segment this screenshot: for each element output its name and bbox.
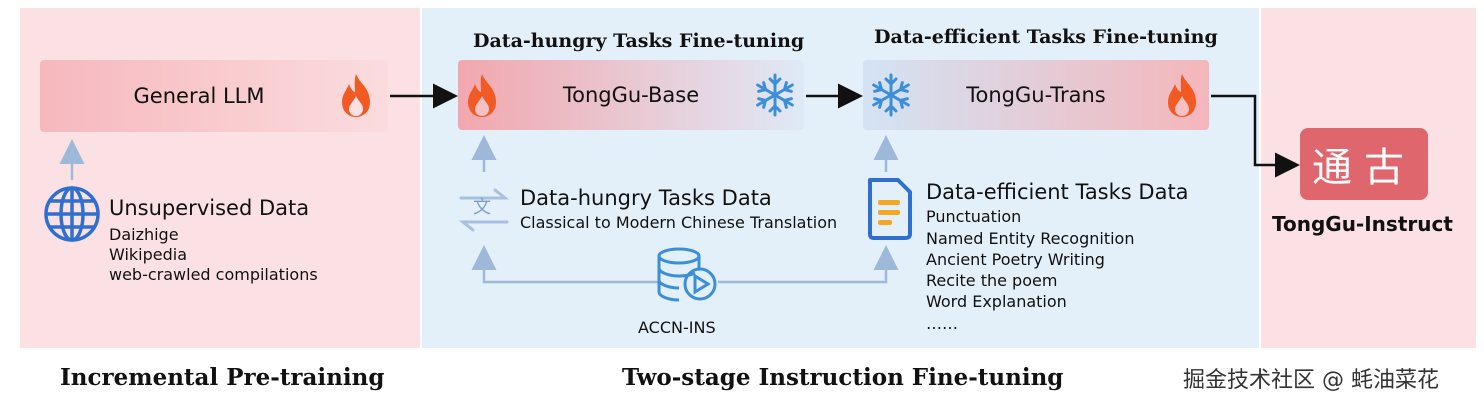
tonggu-instruct-label: TongGu-Instruct <box>1272 212 1453 236</box>
general-llm-box: General LLM <box>40 60 388 132</box>
snowflake-icon <box>752 72 798 118</box>
pretraining-stage-label: Incremental Pre-training <box>60 364 385 391</box>
dataset-label: ACCN-INS <box>638 318 716 337</box>
flame-icon <box>462 72 502 118</box>
translate-icon: 文 <box>455 180 513 240</box>
efficient-stage-header: Data-efficient Tasks Fine-tuning <box>874 26 1218 48</box>
tonggu-trans-box: TongGu-Trans <box>863 60 1209 130</box>
list-item: Ancient Poetry Writing <box>926 250 1105 269</box>
tonggu-base-label: TongGu-Base <box>562 83 700 107</box>
arrow-trans-to-instruct <box>1211 94 1300 178</box>
database-icon <box>653 246 725 308</box>
document-icon <box>862 176 916 242</box>
hungry-stage-header: Data-hungry Tasks Fine-tuning <box>473 30 805 52</box>
tonggu-logo: 通古 <box>1300 128 1428 200</box>
list-item: Word Explanation <box>926 292 1067 311</box>
list-item: …… <box>926 314 958 333</box>
general-llm-label: General LLM <box>133 84 265 108</box>
watermark: 掘金技术社区 @ 蚝油菜花 <box>1183 368 1439 393</box>
flame-icon <box>1162 72 1202 118</box>
tonggu-base-box: TongGu-Base <box>458 60 804 130</box>
arrow-dataset-split-right <box>718 245 899 284</box>
efficient-data-title: Data-efficient Tasks Data <box>926 180 1189 204</box>
unsupervised-data-title: Unsupervised Data <box>109 196 310 220</box>
flame-icon <box>336 72 376 118</box>
snowflake-icon <box>868 72 914 118</box>
list-item: Wikipedia <box>109 245 188 264</box>
tonggu-trans-label: TongGu-Trans <box>966 83 1106 107</box>
list-item: Daizhige <box>109 225 179 244</box>
hungry-data-subtitle: Classical to Modern Chinese Translation <box>520 213 838 232</box>
list-item: Recite the poem <box>926 271 1058 290</box>
globe-icon <box>42 184 102 244</box>
svg-text:文: 文 <box>473 197 491 218</box>
logo-text: 通古 <box>1312 145 1416 191</box>
finetuning-stage-label: Two-stage Instruction Fine-tuning <box>622 364 1064 391</box>
arrow-dataset-split <box>471 245 660 284</box>
list-item: web-crawled compilations <box>109 265 318 284</box>
hungry-data-title: Data-hungry Tasks Data <box>520 186 772 210</box>
list-item: Named Entity Recognition <box>926 229 1135 248</box>
list-item: Punctuation <box>926 207 1022 226</box>
